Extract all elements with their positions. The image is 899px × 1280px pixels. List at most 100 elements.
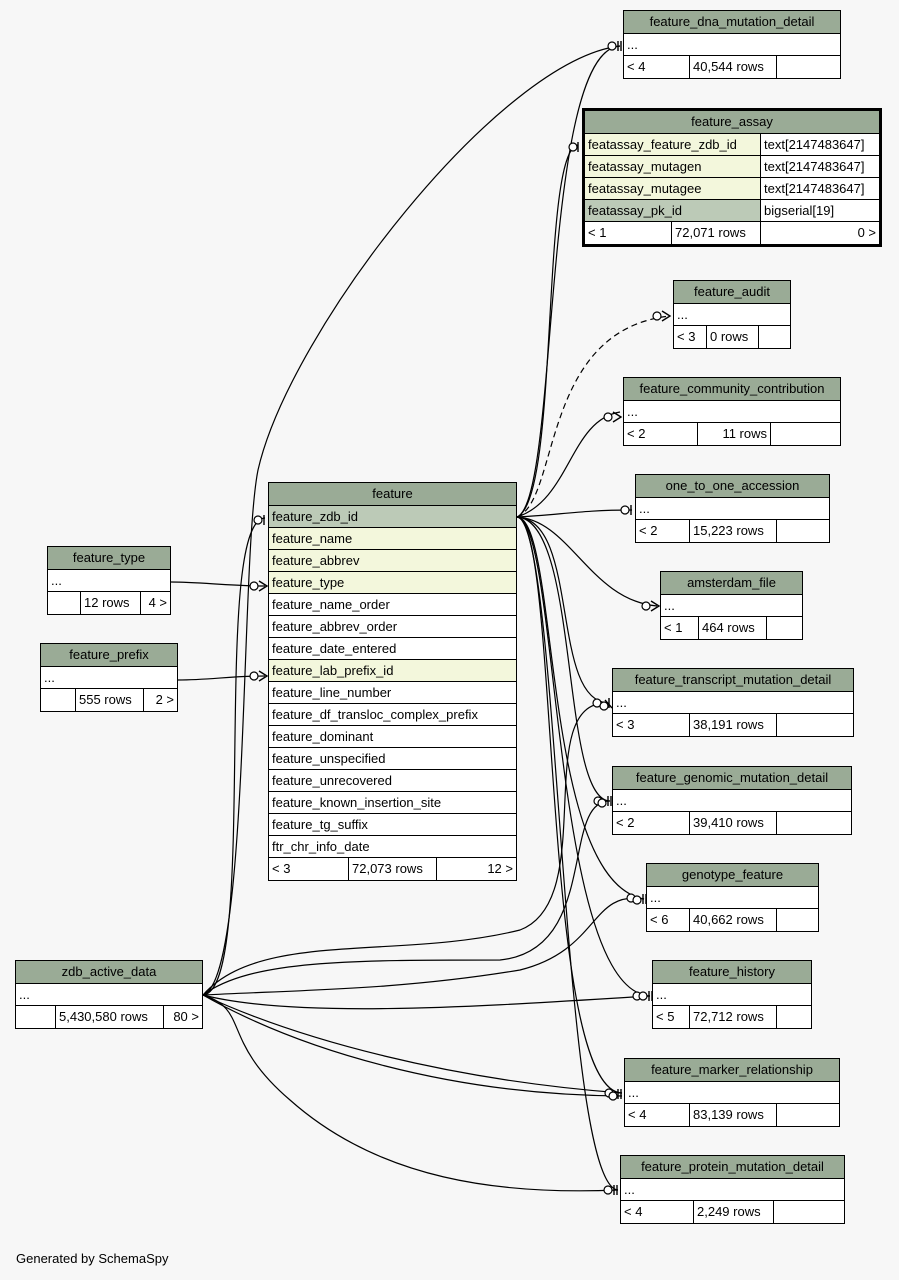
row-count: 40,662 rows [690, 909, 777, 931]
edge-feature-history [516, 516, 651, 997]
table-header[interactable]: feature_history [653, 961, 811, 984]
row-count: 555 rows [76, 689, 144, 711]
table-zdb-active-data[interactable]: zdb_active_data ... 5,430,580 rows 80 > [15, 960, 203, 1029]
children-count: 4 > [148, 595, 167, 610]
parents-count: < 3 [269, 858, 349, 880]
edge-one-to-one-accession [516, 509, 633, 518]
column-name: featassay_mutagee [585, 178, 761, 199]
generated-by-footer: Generated by SchemaSpy [16, 1251, 169, 1266]
table-header[interactable]: feature_community_contribution [624, 378, 840, 401]
edge-genotype-feature [516, 516, 645, 900]
parents-count: < 4 [624, 56, 690, 78]
row-count: 72,712 rows [690, 1006, 777, 1028]
children-count [777, 56, 840, 78]
column-ellipsis: ... [613, 692, 853, 714]
table-header[interactable]: feature_prefix [41, 644, 177, 667]
edge-feature-protein-mutation-detail [516, 516, 619, 1191]
table-header[interactable]: zdb_active_data [16, 961, 202, 984]
table-feature-prefix[interactable]: feature_prefix ... 555 rows 2 > [40, 643, 178, 712]
table-header[interactable]: feature [269, 483, 516, 506]
table-feature-dna-mutation-detail[interactable]: feature_dna_mutation_detail ... < 4 40,5… [623, 10, 841, 79]
column-feature-lab-prefix-id: feature_lab_prefix_id [269, 660, 516, 682]
row-count: 83,139 rows [690, 1104, 777, 1126]
row-count: 72,073 rows [349, 858, 437, 880]
table-header[interactable]: feature_audit [674, 281, 790, 304]
table-stats: < 2 11 rows [624, 423, 840, 445]
column-feature-unspecified: feature_unspecified [269, 748, 516, 770]
row-count: 40,544 rows [690, 56, 777, 78]
table-header[interactable]: genotype_feature [647, 864, 818, 887]
column-feature-line-number: feature_line_number [269, 682, 516, 704]
edge-zdb-to-genomic [202, 800, 611, 996]
table-header[interactable]: feature_protein_mutation_detail [621, 1156, 844, 1179]
column-ellipsis: ... [41, 667, 177, 689]
row-count: 2,249 rows [694, 1201, 774, 1223]
column-name: featassay_pk_id [585, 200, 761, 221]
table-stats: < 4 2,249 rows [621, 1201, 844, 1223]
parents-count: < 4 [625, 1104, 690, 1126]
column-feature-type: feature_type [269, 572, 516, 594]
table-one-to-one-accession[interactable]: one_to_one_accession ... < 2 15,223 rows [635, 474, 830, 543]
table-feature-history[interactable]: feature_history ... < 5 72,712 rows [652, 960, 812, 1029]
children-count: 12 > [487, 861, 513, 876]
column-name: featassay_feature_zdb_id [585, 134, 761, 155]
table-header[interactable]: feature_type [48, 547, 170, 570]
edge-feature-dna-mutation-detail [516, 45, 621, 518]
table-header[interactable]: one_to_one_accession [636, 475, 829, 498]
children-count [777, 812, 851, 834]
edge-zdb-to-marker-2 [202, 994, 623, 1097]
children-count [777, 1006, 811, 1028]
column-row: featassay_mutagen text[2147483647] [585, 156, 879, 178]
column-ellipsis: ... [624, 34, 840, 56]
children-count [777, 1104, 839, 1126]
table-header[interactable]: feature_dna_mutation_detail [624, 11, 840, 34]
column-ellipsis: ... [48, 570, 170, 592]
children-count: 2 > [155, 692, 174, 707]
edge-feature-audit [516, 315, 671, 518]
table-header[interactable]: feature_transcript_mutation_detail [613, 669, 853, 692]
table-feature-assay[interactable]: feature_assay featassay_feature_zdb_id t… [582, 108, 882, 247]
table-header[interactable]: feature_marker_relationship [625, 1059, 839, 1082]
table-header[interactable]: feature_genomic_mutation_detail [613, 767, 851, 790]
edge-amsterdam-file [516, 516, 658, 607]
children-count [777, 714, 853, 736]
table-feature-transcript-mutation-detail[interactable]: feature_transcript_mutation_detail ... <… [612, 668, 854, 737]
column-ellipsis: ... [625, 1082, 839, 1104]
row-count: 11 rows [698, 423, 771, 445]
column-ellipsis: ... [16, 984, 202, 1006]
row-count: 12 rows [81, 592, 141, 614]
column-feature-df-transloc-complex-prefix: feature_df_transloc_complex_prefix [269, 704, 516, 726]
table-genotype-feature[interactable]: genotype_feature ... < 6 40,662 rows [646, 863, 819, 932]
column-feature-abbrev: feature_abbrev [269, 550, 516, 572]
column-feature-date-entered: feature_date_entered [269, 638, 516, 660]
table-feature-audit[interactable]: feature_audit ... < 3 0 rows [673, 280, 791, 349]
table-header[interactable]: amsterdam_file [661, 572, 802, 595]
column-ellipsis: ... [674, 304, 790, 326]
parents-count: < 5 [653, 1006, 690, 1028]
table-feature-community-contribution[interactable]: feature_community_contribution ... < 2 1… [623, 377, 841, 446]
column-ellipsis: ... [661, 595, 802, 617]
parents-count: < 2 [636, 520, 690, 542]
row-count: 72,071 rows [672, 222, 761, 244]
column-feature-dominant: feature_dominant [269, 726, 516, 748]
table-feature-marker-relationship[interactable]: feature_marker_relationship ... < 4 83,1… [624, 1058, 840, 1127]
column-row: featassay_feature_zdb_id text[2147483647… [585, 134, 879, 156]
edge-feature-transcript-mutation-detail [516, 516, 609, 704]
children-count [774, 1201, 844, 1223]
row-count: 39,410 rows [690, 812, 777, 834]
table-feature[interactable]: feature feature_zdb_id feature_name feat… [268, 482, 517, 881]
column-row: featassay_pk_id bigserial[19] [585, 200, 879, 222]
table-header[interactable]: feature_assay [585, 111, 879, 134]
table-feature-protein-mutation-detail[interactable]: feature_protein_mutation_detail ... < 4 … [620, 1155, 845, 1224]
table-feature-genomic-mutation-detail[interactable]: feature_genomic_mutation_detail ... < 2 … [612, 766, 852, 835]
table-stats: 12 rows 4 > [48, 592, 170, 614]
column-ftr-chr-info-date: ftr_chr_info_date [269, 836, 516, 858]
table-amsterdam-file[interactable]: amsterdam_file ... < 1 464 rows [660, 571, 803, 640]
table-feature-type[interactable]: feature_type ... 12 rows 4 > [47, 546, 171, 615]
column-feature-tg-suffix: feature_tg_suffix [269, 814, 516, 836]
parents-count: < 4 [621, 1201, 694, 1223]
column-ellipsis: ... [621, 1179, 844, 1201]
edge-zdb-to-feature [202, 517, 266, 996]
children-count [759, 326, 790, 348]
table-stats: < 3 0 rows [674, 326, 790, 348]
